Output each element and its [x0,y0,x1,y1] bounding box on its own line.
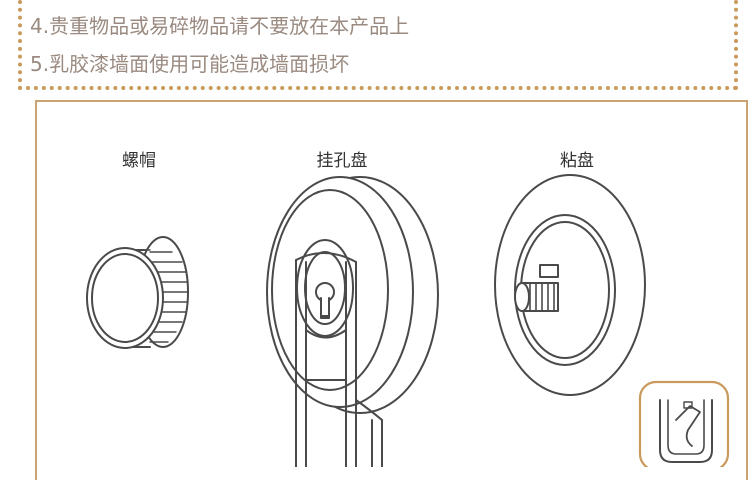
dotted-border-bottom [18,86,738,90]
adhesive-plate-illustration [494,174,646,396]
note-line-5: 5.乳胶漆墙面使用可能造成墙面损坏 [30,52,350,76]
screw-cap-illustration [86,236,189,350]
label-hanging-plate: 挂孔盘 [316,151,368,171]
notes-section: 4.贵重物品或易碎物品请不要放在本产品上 5.乳胶漆墙面使用可能造成墙面损坏 [0,0,752,96]
label-adhesive-plate: 粘盘 [560,151,594,171]
label-screw-cap: 螺帽 [122,151,156,171]
hook-profile-detail [638,380,730,467]
dotted-border-right [734,0,738,90]
parts-illustration [86,174,730,467]
note-line-4: 4.贵重物品或易碎物品请不要放在本产品上 [30,14,410,38]
dotted-border-left [18,0,22,90]
hanging-plate-illustration [266,176,439,467]
